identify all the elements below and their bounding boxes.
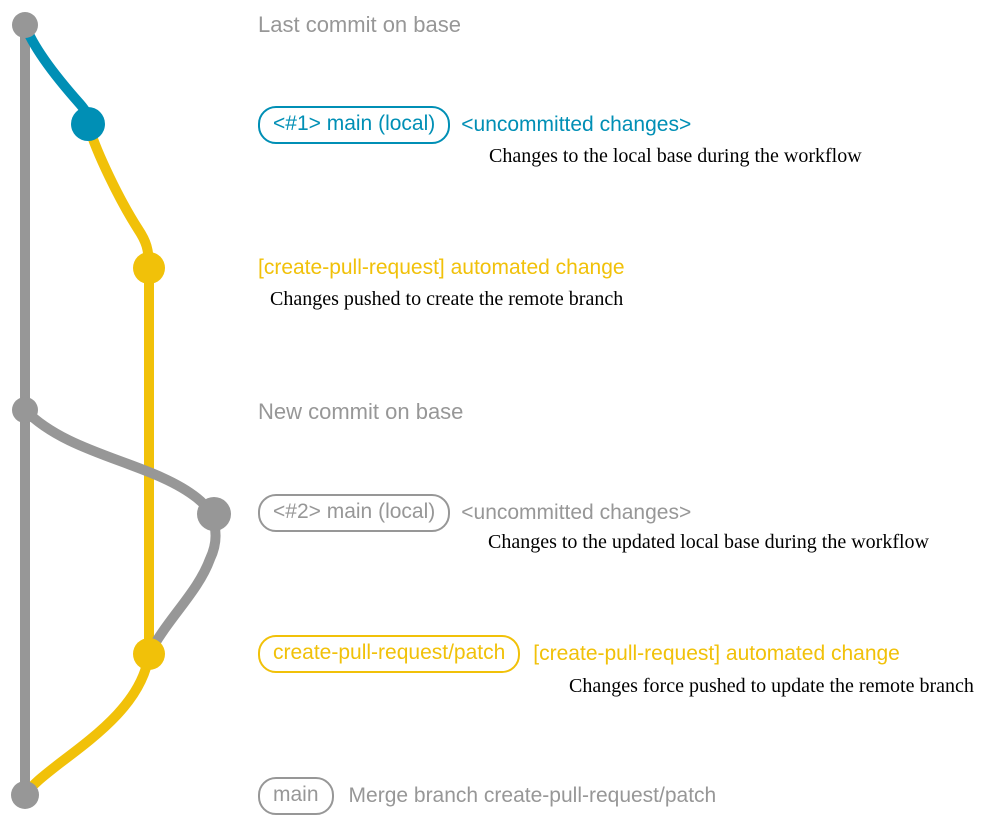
commit-dot-uncommitted-2 [197,497,231,531]
commit-dot-merge [11,781,39,809]
updated-base-branch-line [20,405,221,659]
uncommitted-changes-status-2: <uncommitted changes> [461,501,692,525]
first-local-description: Changes to the local base during the wor… [489,145,862,167]
automated-change-heading-2: [create-pull-request] automated change [533,642,900,666]
patch-merge-line [20,649,154,800]
commit-dot-new-base [12,397,38,423]
branch-label-main: main [258,777,334,816]
local-changes-branch-line [20,20,93,129]
branch-label-main-local-1: <#1> main (local) [258,106,451,145]
commit-dot-automated-change-2 [133,638,165,670]
new-commit-heading: New commit on base [258,399,464,424]
force-push-description: Changes force pushed to update the remot… [569,675,974,697]
patch-branch-line [83,119,154,659]
uncommitted-changes-status-1: <uncommitted changes> [461,113,692,137]
second-local-row: <#2> main (local) <uncommitted changes> [258,494,692,533]
merge-row: main Merge branch create-pull-request/pa… [258,777,717,816]
last-commit-heading: Last commit on base [258,12,461,37]
first-push-description: Changes pushed to create the remote bran… [270,288,624,310]
branch-label-main-local-2: <#2> main (local) [258,494,451,533]
commit-dot-uncommitted-1 [71,107,105,141]
commit-graph [11,12,231,809]
merge-message: Merge branch create-pull-request/patch [348,784,717,808]
force-push-row: create-pull-request/patch [create-pull-r… [258,635,900,674]
first-local-row: <#1> main (local) <uncommitted changes> [258,106,692,145]
commit-dot-automated-change-1 [133,252,165,284]
automated-change-heading-1: [create-pull-request] automated change [258,256,625,279]
commit-dot-last-base [12,12,38,38]
branch-label-patch: create-pull-request/patch [258,635,521,674]
second-local-description: Changes to the updated local base during… [488,531,929,553]
